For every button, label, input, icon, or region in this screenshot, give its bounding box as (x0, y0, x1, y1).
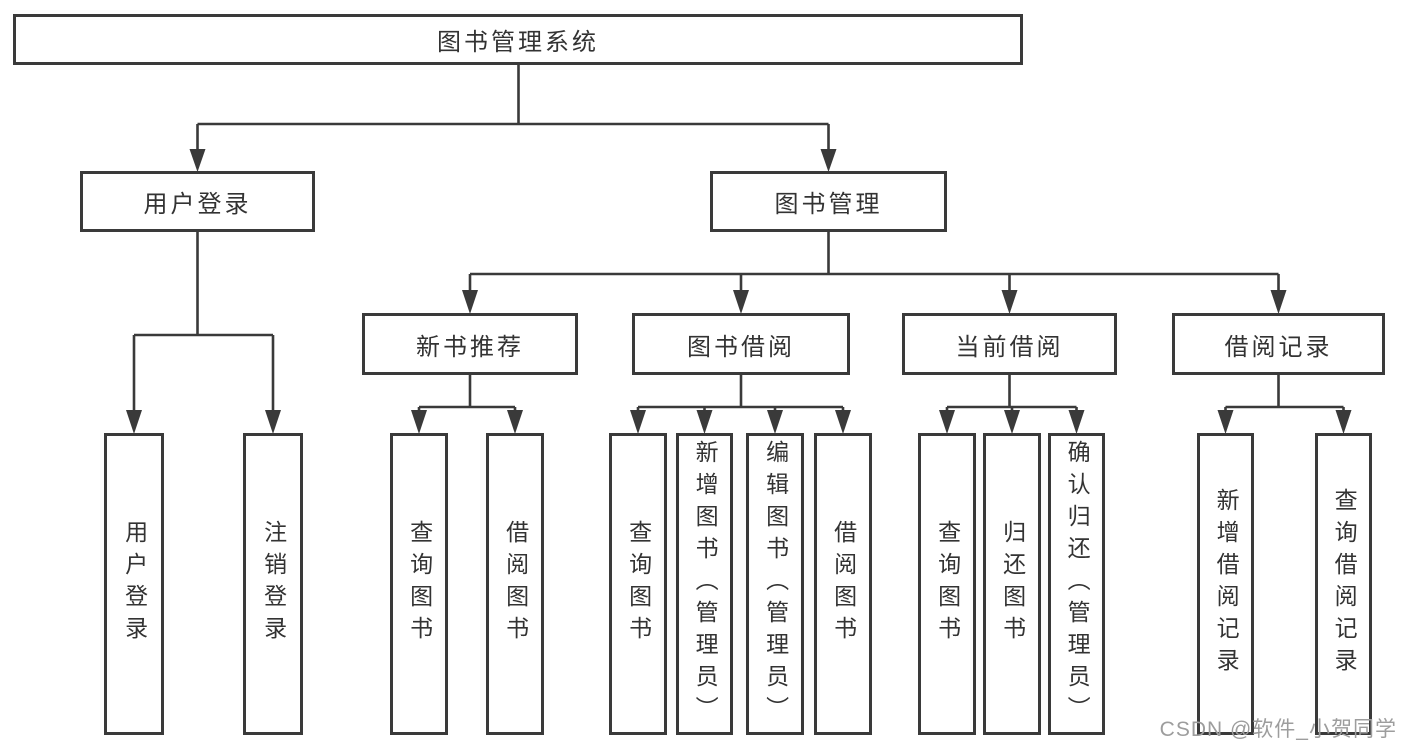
node-label: 当前借阅 (955, 333, 1064, 361)
leaf-node-confirm-return-admin: 确认归还（管理员） (1048, 433, 1105, 735)
leaf-node-add-books-admin: 新增图书（管理员） (676, 433, 733, 735)
leaf-node-user-login: 用户登录 (104, 433, 164, 735)
node-label: 图书管理系统 (437, 29, 599, 56)
node-label: 编辑图书（管理员） (762, 440, 789, 728)
node-label: 注销登录 (260, 520, 287, 648)
node-label: 确认归还（管理员） (1064, 440, 1091, 728)
leaf-node-edit-books-admin: 编辑图书（管理员） (746, 433, 804, 735)
connector-current-borrow-to-leaves (939, 375, 1085, 434)
connector-root-to-branches (189, 65, 837, 172)
node-label: 借阅记录 (1224, 333, 1333, 361)
connector-new-books-to-leaves (411, 375, 523, 434)
leaf-node-borrow-books-recommend: 借阅图书 (486, 433, 544, 735)
connector-borrow-records-to-leaves (1217, 375, 1352, 434)
leaf-node-query-books-borrow: 查询图书 (609, 433, 667, 735)
node-label: 查询图书 (934, 520, 961, 648)
group-node-book-borrow: 图书借阅 (632, 313, 850, 375)
node-label: 归还图书 (999, 520, 1026, 648)
node-label: 新增图书（管理员） (692, 440, 719, 728)
group-node-new-book-recommend: 新书推荐 (362, 313, 578, 375)
node-label: 新书推荐 (416, 333, 524, 361)
node-label: 图书管理 (774, 191, 883, 218)
node-label: 查询借阅记录 (1331, 488, 1358, 680)
csdn-watermark: CSDN @软件_小贺同学 (1159, 718, 1397, 741)
leaf-node-query-books-current: 查询图书 (918, 433, 976, 735)
connector-book-management-to-groups (462, 232, 1287, 314)
leaf-node-borrow-books: 借阅图书 (814, 433, 872, 735)
node-label: 借阅图书 (502, 520, 529, 648)
leaf-node-return-books: 归还图书 (983, 433, 1041, 735)
node-label: 查询图书 (625, 520, 652, 648)
root-node: 图书管理系统 (13, 14, 1023, 65)
branch-node-user-login: 用户登录 (80, 171, 315, 232)
group-node-current-borrow: 当前借阅 (902, 313, 1117, 375)
node-label: 用户登录 (121, 520, 148, 648)
node-label: 图书借阅 (687, 333, 795, 361)
node-label: 新增借阅记录 (1213, 488, 1240, 680)
leaf-node-query-books-recommend: 查询图书 (390, 433, 448, 735)
leaf-node-query-borrow-record: 查询借阅记录 (1315, 433, 1372, 735)
group-node-borrow-records: 借阅记录 (1172, 313, 1385, 375)
node-label: 查询图书 (406, 520, 433, 648)
connector-book-borrow-to-leaves (630, 375, 851, 434)
connector-user-login-to-leaves (126, 232, 281, 434)
leaf-node-logout: 注销登录 (243, 433, 303, 735)
branch-node-book-management: 图书管理 (710, 171, 947, 232)
node-label: 用户登录 (143, 191, 252, 218)
node-label: 借阅图书 (830, 520, 857, 648)
leaf-node-add-borrow-record: 新增借阅记录 (1197, 433, 1254, 735)
